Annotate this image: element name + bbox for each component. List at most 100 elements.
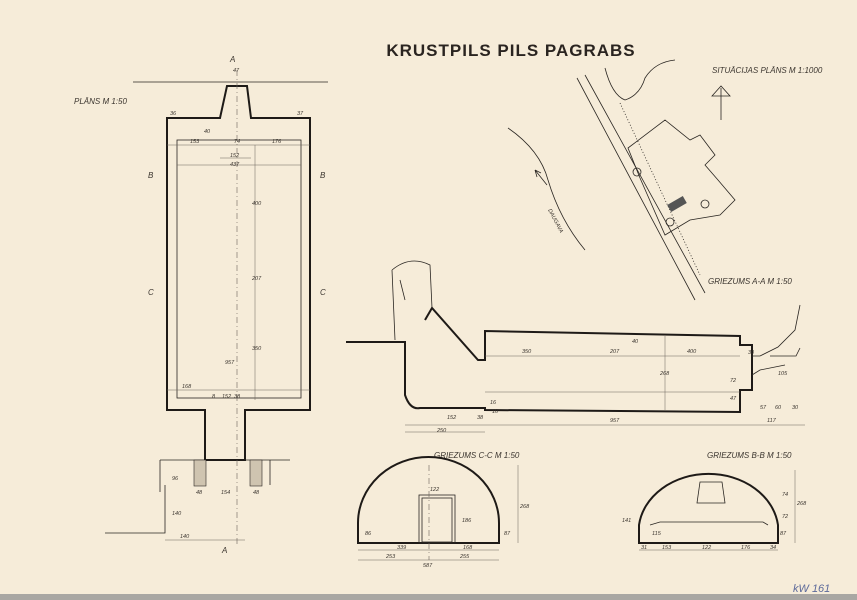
drawing-line <box>665 217 675 227</box>
dimension-label: 122 <box>430 487 439 493</box>
doorway <box>421 497 453 543</box>
section-a-a: GRIEZUMS A-A M 1:50 350 207 400 40 268 7… <box>346 260 805 434</box>
drawing-line <box>632 167 642 177</box>
dimension-label: 253 <box>385 554 396 560</box>
cellar-mark <box>667 196 687 212</box>
dimension-label: 268 <box>659 371 670 377</box>
dimension-label: 8 <box>212 394 216 400</box>
dimension-label: 400 <box>252 201 262 207</box>
dimension-label: 152 <box>230 153 239 159</box>
dimension-label: 268 <box>519 504 530 510</box>
site-plan-label: SITUĀCIJAS PLĀNS M 1:1000 <box>712 66 823 75</box>
dimension-label: 350 <box>522 349 532 355</box>
dimension-label: 140 <box>180 534 190 540</box>
dimension-label: 207 <box>609 349 620 355</box>
dimension-label: 40 <box>204 129 211 135</box>
mark-b-left: B <box>148 171 154 180</box>
dimension-label: 268 <box>796 501 807 507</box>
dimension-label: 176 <box>741 545 751 551</box>
dimension-label: 122 <box>702 545 711 551</box>
drawing-line <box>751 304 801 376</box>
dimension-label: 48 <box>253 490 260 496</box>
section-bb-label: GRIEZUMS B-B M 1:50 <box>707 451 792 460</box>
north-arrow-icon <box>711 85 731 120</box>
dimension-label: 72 <box>730 378 736 384</box>
dimension-label: 74 <box>234 139 240 145</box>
drawing-line <box>700 199 710 209</box>
mark-c-left: C <box>148 288 154 297</box>
dimension-label: 74 <box>782 492 788 498</box>
dimension-label: 255 <box>459 554 470 560</box>
plan-outline <box>166 85 311 461</box>
dimension-label: 57 <box>760 405 767 411</box>
dimension-label: 31 <box>641 545 647 551</box>
dimension-label: 72 <box>782 514 788 520</box>
dimension-label: 152 <box>222 394 231 400</box>
dimension-label: 30 <box>792 405 799 411</box>
dimension-label: 38 <box>234 394 241 400</box>
dimension-label: 168 <box>182 384 192 390</box>
dimension-label: 86 <box>365 531 372 537</box>
scan-edge <box>0 594 857 600</box>
plan-inner <box>176 139 302 399</box>
section-cc-label: GRIEZUMS C-C M 1:50 <box>434 451 520 460</box>
dimension-label: 350 <box>252 346 262 352</box>
dimension-label: 957 <box>610 418 620 424</box>
dimension-label: 152 <box>447 415 456 421</box>
river-label: DAUGAVA <box>546 208 564 234</box>
dimension-label: 37 <box>297 111 304 117</box>
drawing-line <box>193 459 207 487</box>
section-bb-details <box>649 481 769 526</box>
dimension-label: 117 <box>767 418 777 424</box>
section-aa-label: GRIEZUMS A-A M 1:50 <box>708 277 792 286</box>
masonry-sketch <box>391 260 433 341</box>
dimension-label: 48 <box>196 490 203 496</box>
terrain-line <box>604 59 676 101</box>
dimension-label: 96 <box>172 476 179 482</box>
dimension-label: 437 <box>230 162 240 168</box>
dimension-label: 141 <box>622 518 631 524</box>
archive-mark: kW 161 <box>793 583 830 595</box>
dimension-label: 154 <box>221 490 230 496</box>
dimension-label: 400 <box>687 349 697 355</box>
river-bank <box>507 127 586 251</box>
mark-a-top: A <box>229 55 235 64</box>
dimension-label: 207 <box>251 276 262 282</box>
dimension-label: 60 <box>775 405 782 411</box>
dimension-label: 10 <box>492 409 499 415</box>
dimension-label: 140 <box>172 511 182 517</box>
mark-c-right: C <box>320 288 326 297</box>
mark-a-bottom: A <box>221 546 227 555</box>
dimension-label: 105 <box>778 371 788 377</box>
dimension-label: 47 <box>730 396 737 402</box>
dimension-label: 115 <box>652 531 662 537</box>
dimension-label: 186 <box>462 518 472 524</box>
floor-plan: PLĀNS M 1:50 A B B C C A 47 36 37 153 74… <box>74 55 328 555</box>
dimension-label: 38 <box>477 415 484 421</box>
drawing-line <box>619 102 701 276</box>
drawing-line <box>249 459 263 487</box>
dimension-label: 176 <box>272 139 282 145</box>
dimension-label: 47 <box>233 68 240 74</box>
plan-label: PLĀNS M 1:50 <box>74 97 127 106</box>
drawing-line <box>418 494 456 544</box>
dimension-label: 153 <box>662 545 672 551</box>
section-bb-outline <box>638 472 779 544</box>
dimension-label: 87 <box>780 531 787 537</box>
dimension-label: 40 <box>632 339 639 345</box>
dimension-label: 168 <box>463 545 473 551</box>
dimension-label: 153 <box>190 139 200 145</box>
stair-outline <box>105 459 290 534</box>
section-b-b: GRIEZUMS B-B M 1:50 141 115 153 122 176 … <box>622 451 807 551</box>
section-cc-outline <box>357 456 500 544</box>
dimension-label: 250 <box>436 428 447 434</box>
dimension-label: 87 <box>504 531 511 537</box>
dimension-label: 339 <box>397 545 406 551</box>
dimension-label: 36 <box>170 111 177 117</box>
road <box>576 74 706 301</box>
section-c-c: GRIEZUMS C-C M 1:50 122 186 268 86 87 33… <box>357 451 530 569</box>
dimension-label: 587 <box>423 563 433 569</box>
dimension-label: 34 <box>770 545 776 551</box>
